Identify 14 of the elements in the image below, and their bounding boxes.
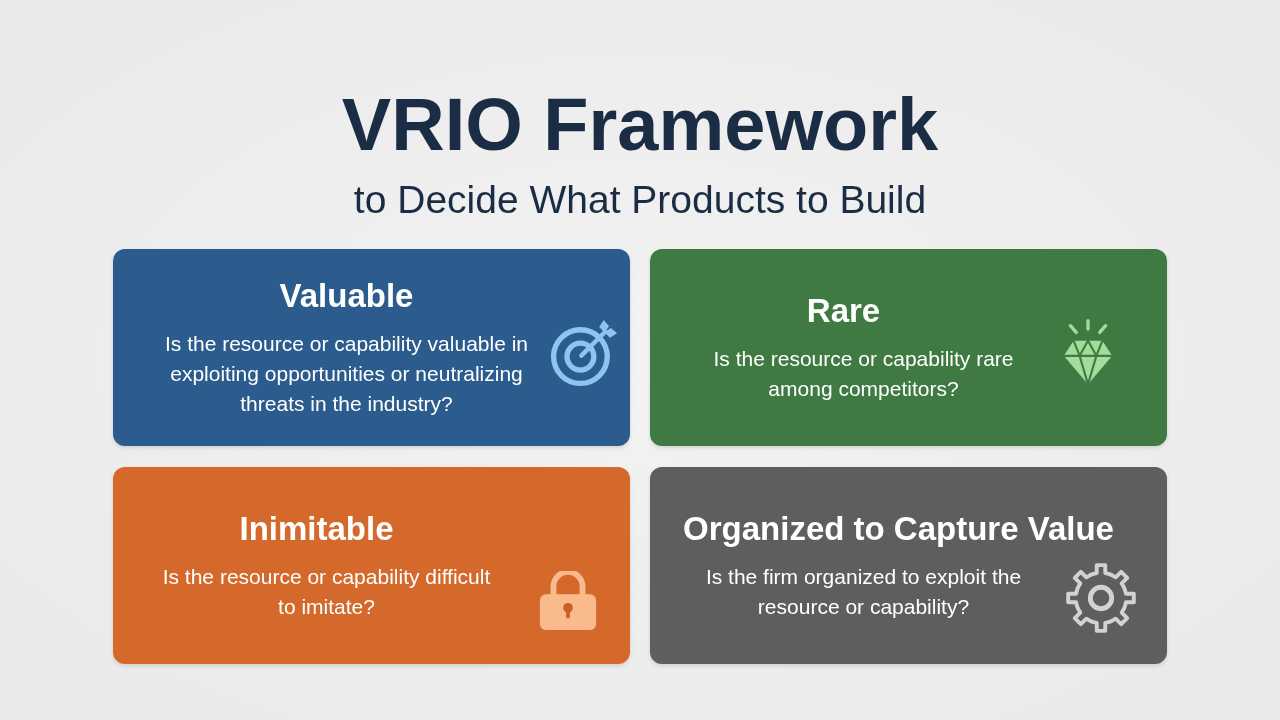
title: VRIO Framework [341,84,939,166]
card-description: Is the resource or capability rare among competitors? [712,346,1015,403]
card-heading: Valuable [279,275,414,316]
category-card [650,249,1167,446]
card-heading: Organized to Capture Value [683,508,1114,549]
category-card [113,249,630,446]
card-description: Is the resource or capability valuable in exploiting opportunities or neutralizing threats in the industry? [164,331,529,418]
subtitle: to Decide What Products to Build [353,178,927,223]
category-card [113,467,630,664]
card-heading: Rare [806,290,881,331]
category-card [650,467,1167,664]
card-description: Is the firm organized to exploit the resource or capability? [704,564,1023,621]
card-description: Is the resource or capability difficult to imitate? [161,564,492,621]
card-heading: Inimitable [239,508,394,549]
